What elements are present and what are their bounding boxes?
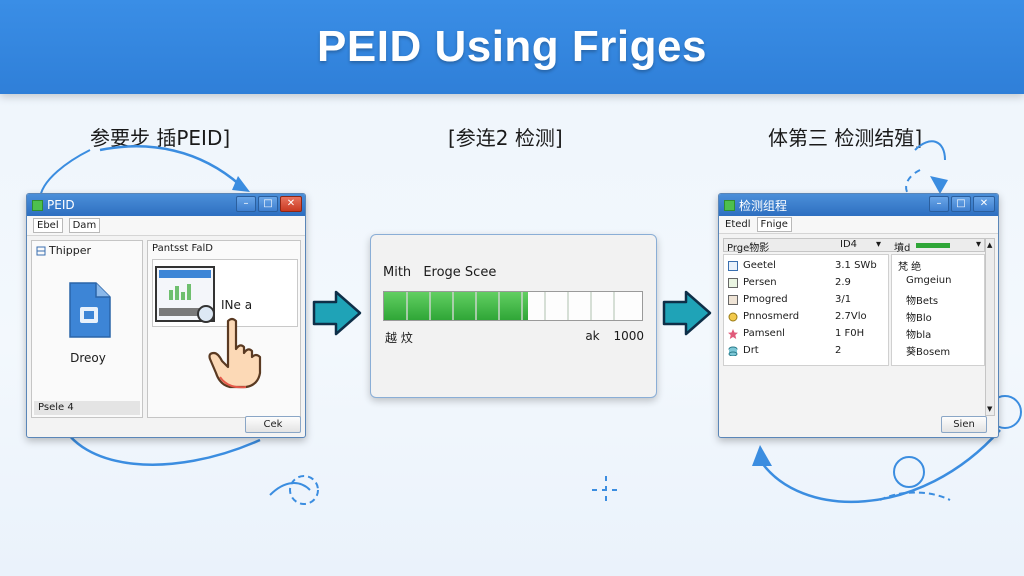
scan-footer-left: 越 炆	[385, 331, 413, 345]
scan-label: Eroge Scee	[423, 265, 497, 280]
results-scrollbar[interactable]: ▲ ▼	[985, 238, 995, 416]
magnifier-icon	[197, 305, 215, 323]
peid-window: PEID – □ ✕ Ebel Dam Thipper Dreoy Psele …	[26, 193, 306, 438]
tree-node[interactable]: 葵Bosem	[906, 347, 951, 358]
table-row[interactable]: Drt 2	[724, 342, 888, 359]
tab-etedl[interactable]: Etedl	[725, 219, 751, 230]
column-dropdown-icon[interactable]: ▾	[876, 239, 882, 250]
minimize-button[interactable]: –	[929, 196, 949, 212]
close-button[interactable]: ✕	[973, 196, 995, 212]
file-panel: Thipper Dreoy Psele 4	[31, 240, 143, 418]
file-label: Dreoy	[70, 351, 106, 365]
step3-title: 体第三 检测结殖]	[768, 126, 923, 150]
app-icon	[32, 199, 43, 211]
tab-ebel[interactable]: Ebel	[33, 218, 63, 233]
step1-title: 参要步 插PEID]	[90, 126, 231, 150]
curve-arrowhead-1	[232, 176, 250, 192]
minimize-button[interactable]: –	[236, 196, 256, 212]
drop-panel: Pantsst FalD INe a	[147, 240, 301, 418]
file-icon[interactable]	[68, 281, 112, 339]
tab-dam[interactable]: Dam	[68, 218, 101, 233]
peid-titlebar[interactable]: PEID – □ ✕	[27, 194, 305, 216]
scan-header: Mith	[383, 265, 412, 280]
table-row[interactable]: Geetel 3.1 SWb	[724, 257, 888, 274]
maximize-button[interactable]: □	[951, 196, 971, 212]
file-panel-status: Psele 4	[34, 401, 140, 415]
scan-footer-prefix: ak	[585, 329, 600, 343]
title-banner: PEID Using Friges	[0, 0, 1024, 94]
peid-tabbar: Ebel Dam	[27, 216, 305, 236]
results-tree: 梵 绝 Gmgeiun 物Bets 物Blo 物bla 葵Bosem	[891, 254, 985, 366]
progress-fill	[384, 292, 529, 320]
tree-icon	[36, 246, 46, 255]
results-window-title: 检测组程	[739, 198, 788, 213]
window-icon	[728, 277, 738, 288]
scan-window: Mith Eroge Scee 越 炆 ak 1000	[370, 234, 657, 398]
progress-bar	[383, 291, 643, 321]
file-panel-header: Thipper	[49, 244, 92, 257]
drop-panel-header: Pantsst FalD	[152, 243, 213, 254]
results-tabbar: Etedl Fnige	[719, 216, 998, 234]
page-title: PEID Using Friges	[317, 22, 707, 71]
table-row[interactable]: Pmogred 3/1	[724, 291, 888, 308]
mini-progress-icon	[916, 243, 950, 248]
table-row[interactable]: Pamsenl 1 F0H	[724, 325, 888, 342]
progress-segments	[406, 292, 615, 320]
results-window: 检测组程 – □ ✕ Etedl Fnige Prge物影 ID4 ▾ 墳d ▾…	[718, 193, 999, 438]
database-icon	[728, 346, 738, 356]
window-icon	[728, 294, 738, 305]
hand-cursor-icon	[208, 317, 262, 389]
star-icon	[728, 328, 738, 339]
tree-node[interactable]: 梵 绝	[898, 262, 922, 273]
ok-button[interactable]: Cek	[245, 416, 301, 433]
close-button[interactable]: ✕	[280, 196, 302, 212]
results-titlebar[interactable]: 检测组程 – □ ✕	[719, 194, 998, 216]
tree-node[interactable]: 物bla	[906, 330, 932, 341]
grid-icon	[728, 260, 738, 271]
app-icon	[724, 199, 735, 211]
gear-icon	[728, 312, 738, 321]
drop-label: INe a	[221, 298, 253, 312]
peid-window-title: PEID	[47, 198, 75, 212]
flow-arrow-1	[312, 290, 362, 336]
table-row[interactable]: Pnnosmerd 2.7Vlo	[724, 308, 888, 325]
drop-zone[interactable]: INe a	[152, 259, 298, 327]
flow-arrow-2	[662, 290, 712, 336]
scan-footer-value: 1000	[613, 329, 644, 343]
exe-thumbnail-icon	[155, 266, 215, 322]
tree-node[interactable]: 物Bets	[906, 296, 939, 307]
table-row[interactable]: Persen 2.9	[724, 274, 888, 291]
scroll-down-icon[interactable]: ▼	[987, 405, 993, 413]
curve-arrowhead-2	[930, 176, 948, 194]
tree-dropdown-icon[interactable]: ▾	[976, 239, 982, 250]
column-tree-header[interactable]: 墳d	[894, 243, 911, 254]
results-header-row: Prge物影 ID4 ▾ 墳d ▾	[723, 238, 985, 254]
tab-fnige[interactable]: Fnige	[756, 217, 792, 232]
results-ok-button[interactable]: Sien	[941, 416, 987, 433]
column-value-header[interactable]: ID4	[840, 239, 858, 250]
scroll-up-icon[interactable]: ▲	[987, 241, 993, 249]
results-table: Geetel 3.1 SWb Persen 2.9 Pmogred 3/1 Pn…	[723, 254, 889, 366]
column-name-header[interactable]: Prge物影	[727, 243, 770, 254]
tree-node[interactable]: Gmgeiun	[906, 275, 952, 286]
tree-node[interactable]: 物Blo	[906, 313, 932, 324]
curve-arrowhead-3	[752, 445, 772, 466]
maximize-button[interactable]: □	[258, 196, 278, 212]
step2-title: [参连2 检测]	[448, 126, 563, 150]
